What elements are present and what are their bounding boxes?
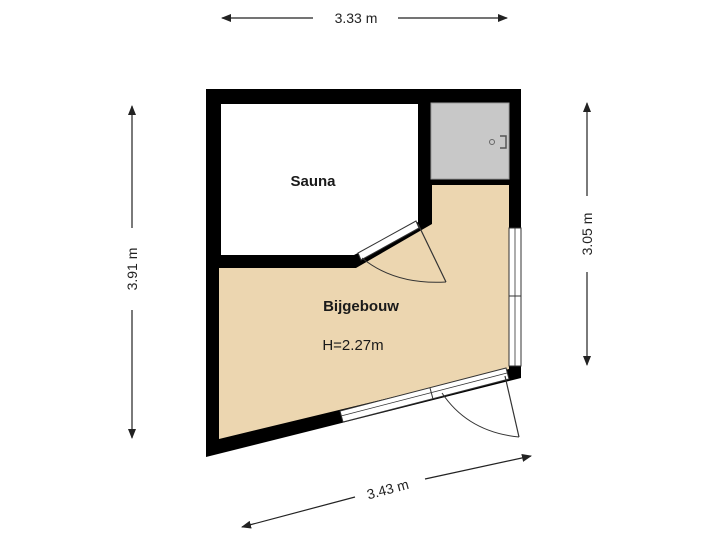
- dimension-line-bottom: [424, 453, 532, 480]
- sauna-door-leaf: [417, 223, 447, 283]
- sauna-door-arc: [361, 257, 447, 283]
- bottom-window: [339, 367, 510, 423]
- sauna-label: Sauna: [290, 173, 336, 190]
- sauna-door-frame: [357, 220, 420, 261]
- bijgebouw-label: Bijgebouw: [323, 298, 399, 315]
- dimension-line-bottom: [241, 496, 356, 529]
- exterior-door-arc: [441, 392, 520, 438]
- shower-area: [430, 102, 510, 180]
- bijgebouw-height: H=2.27m: [322, 337, 383, 354]
- exterior-door-leaf: [504, 375, 520, 438]
- dimension-left-label: 3.91 m: [124, 248, 140, 291]
- shower-drain-icon: [489, 139, 495, 145]
- dimension-right-label: 3.05 m: [579, 213, 595, 256]
- bottom-window-glass: [340, 372, 508, 417]
- shower-tap-icon: [500, 135, 507, 149]
- bijgebouw-floor: [219, 185, 509, 439]
- bottom-window-mullion: [429, 387, 434, 400]
- sauna-floor: [221, 104, 418, 255]
- dimension-top-label: 3.33 m: [335, 10, 378, 26]
- dimension-bottom-label: 3.43 m: [365, 476, 410, 503]
